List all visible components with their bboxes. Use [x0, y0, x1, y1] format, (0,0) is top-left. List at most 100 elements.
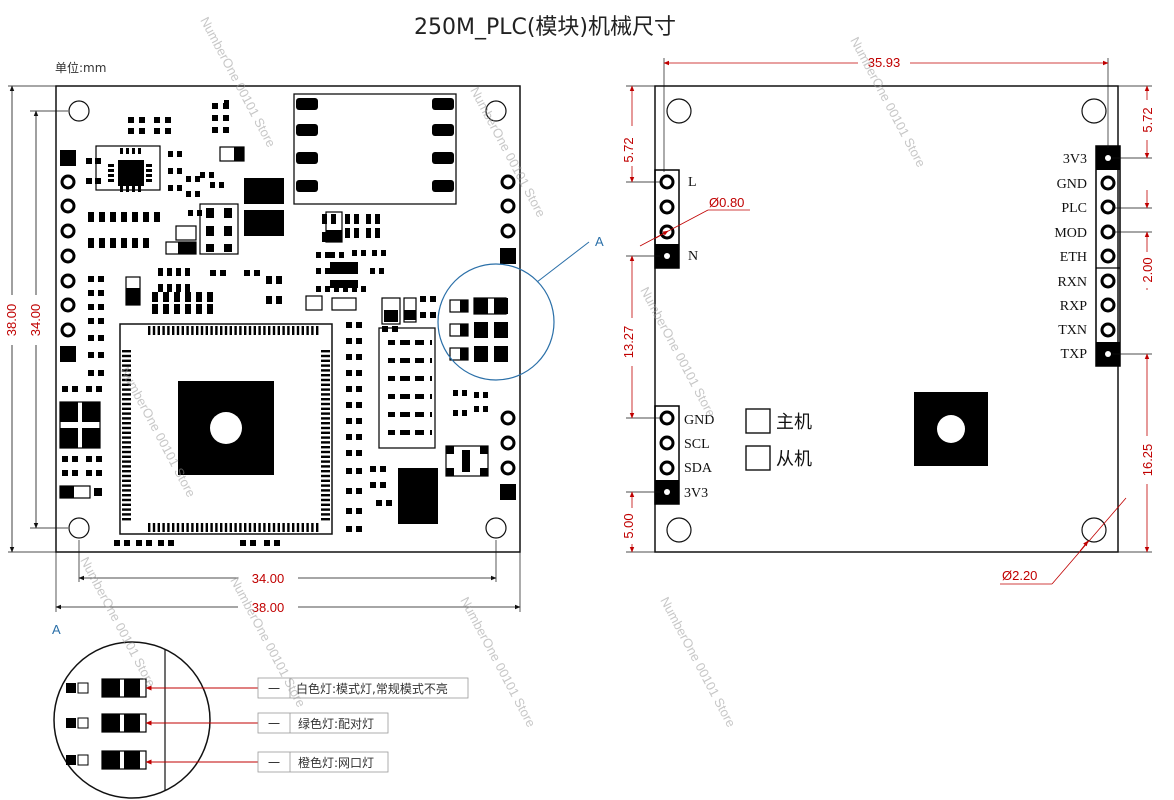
annotation-prefix-3: 一 [268, 756, 280, 770]
chip-pad [122, 354, 131, 358]
smd-pad [370, 482, 376, 488]
smd-pad [209, 172, 214, 178]
smd-pad [82, 402, 100, 422]
smd-pad [460, 348, 468, 360]
smd-pad [274, 540, 280, 546]
dim-right-bottom-offset: 16.25 [1140, 444, 1155, 477]
pin-label-r-gnd: GND [1057, 177, 1087, 192]
dim-front-outer-height: 38.00 [4, 304, 19, 337]
detail-label: A [595, 234, 604, 249]
chip-pad [296, 523, 300, 532]
chip-pad [321, 479, 330, 482]
legend-slave-label: 从机 [776, 449, 812, 470]
smd-pad [325, 268, 330, 274]
smd-pad [420, 312, 426, 318]
smd-pad [460, 324, 468, 336]
smd-pad [316, 286, 321, 292]
chip-pad [287, 326, 290, 335]
pin-label-r-plc: PLC [1061, 201, 1087, 216]
chip-pad [122, 508, 131, 511]
chip-pad [220, 523, 223, 532]
chip-pad [321, 369, 330, 372]
chip-pad [321, 494, 330, 497]
pin-pad [60, 223, 76, 239]
smd-pad [430, 296, 436, 302]
smd-pad [316, 252, 321, 258]
pin-pad [500, 484, 516, 500]
smd-pad [163, 292, 169, 302]
pin-label-r-txp: TXP [1061, 347, 1088, 362]
back-board-outline [654, 85, 1119, 553]
chip-pad [321, 455, 330, 458]
smd-pad [346, 526, 352, 532]
dim-right-top-offset: 5.72 [1140, 107, 1155, 132]
smd-pad [165, 117, 171, 123]
smd-pad [356, 354, 362, 360]
chip-pad [321, 359, 330, 362]
header-pin-hole [664, 253, 670, 259]
chip-pad [321, 412, 330, 415]
smd-pad [244, 178, 284, 204]
smd-pad [138, 148, 141, 154]
detail-view-label: A [52, 622, 61, 637]
smd-pad [276, 296, 282, 304]
main-chip-pads [122, 326, 330, 532]
right-pin-labels: 3V3 GND PLC MOD ETH RXN RXP TXN TXP [1054, 152, 1087, 362]
smd-pad [244, 270, 250, 276]
smd-pad [62, 470, 68, 476]
chip-pad [122, 460, 131, 463]
smd-pad [480, 468, 488, 476]
chip-pad [122, 479, 131, 482]
chip-pad [148, 326, 151, 335]
chip-pad [301, 326, 304, 335]
smd-pad [128, 128, 134, 134]
smd-pad [132, 212, 138, 222]
smd-pad [96, 386, 102, 392]
smd-pad [108, 179, 114, 182]
smd-pad [143, 212, 149, 222]
smd-pad [62, 386, 68, 392]
chip-pad [122, 364, 131, 367]
smd-pad [316, 268, 321, 274]
pin-pad [60, 174, 76, 190]
smd-pad [108, 174, 114, 177]
chip-pad [321, 508, 330, 511]
mount-hole [68, 100, 90, 122]
header-pin [1100, 199, 1116, 215]
smd-pad [110, 212, 116, 222]
smd-pad [146, 179, 152, 182]
dim-left-top-offset: 5.72 [621, 137, 636, 162]
chip-pad [321, 398, 330, 401]
chip-pad [167, 326, 170, 335]
smd-pad [126, 186, 129, 192]
smd-components [59, 100, 508, 546]
xfmr-pad [296, 180, 318, 192]
smd-pad [325, 286, 330, 292]
smd-pad [82, 428, 100, 448]
smd-pad [99, 238, 105, 248]
detail-circle-a [437, 263, 555, 381]
header-pin [1100, 322, 1116, 338]
chip-pad [122, 474, 131, 478]
smd-pad [224, 226, 232, 236]
chip-pad [272, 523, 276, 532]
smd-pad [174, 304, 180, 314]
chip-pad [196, 523, 199, 532]
smd-pad [366, 228, 371, 238]
dim-mount-hole: Ø2.20 [1002, 568, 1037, 583]
front-right-pins [500, 174, 516, 500]
annotation-text-2: 绿色灯:配对灯 [298, 716, 374, 731]
smd-pad [99, 212, 105, 222]
chip-pad [122, 374, 131, 377]
xfmr-pad [296, 98, 318, 110]
smd-pad [168, 540, 174, 546]
mem-gap [424, 332, 430, 444]
smd-pad [60, 486, 74, 498]
chip-pad [321, 498, 330, 502]
smd-pad [398, 468, 438, 524]
smd-pad [126, 148, 129, 154]
smd-pad [266, 296, 272, 304]
smd-pad [88, 335, 94, 341]
smd-pad [334, 286, 339, 292]
smd-pad [108, 169, 114, 172]
